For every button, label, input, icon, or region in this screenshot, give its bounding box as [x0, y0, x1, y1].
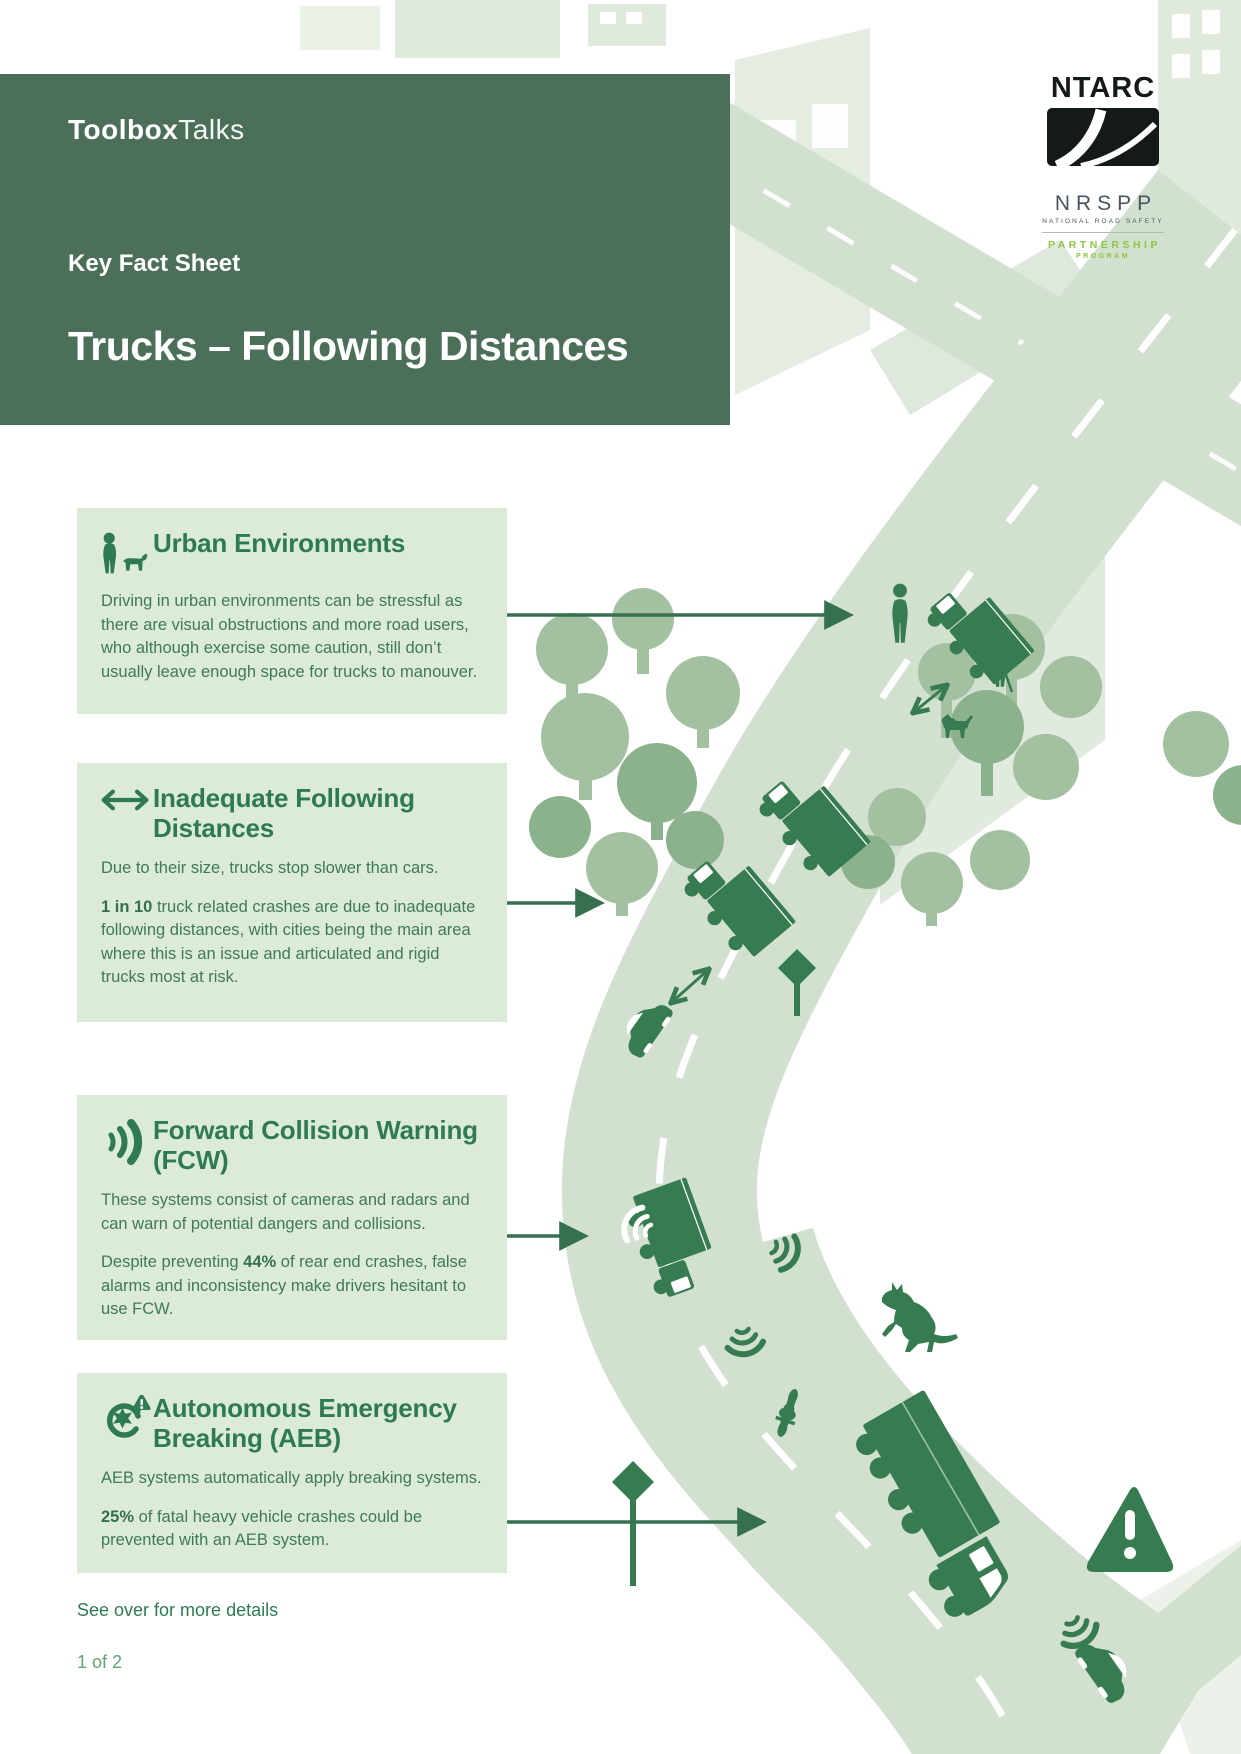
- section-inadequate-following-distances: Inadequate Following Distances Due to th…: [77, 763, 507, 1022]
- gap-distance-arrow: [914, 686, 946, 712]
- ntarc-logo: NTARC: [1042, 72, 1164, 166]
- section-header: Autonomous Emergency Breaking (AEB): [97, 1393, 487, 1453]
- brand-bold: Toolbox: [68, 114, 179, 145]
- collision-warning-waves-icon: [97, 1117, 153, 1167]
- nrspp-logo-text: NRSPP: [1054, 192, 1158, 215]
- nrspp-subtitle: NATIONAL ROAD SAFETY: [1042, 218, 1164, 225]
- section-paragraph: AEB systems automatically apply breaking…: [101, 1469, 482, 1487]
- section-body: Driving in urban environments can be str…: [101, 590, 487, 684]
- section-title: Urban Environments: [153, 528, 406, 558]
- page-title: Trucks – Following Distances: [68, 323, 629, 370]
- kangaroo: [882, 1282, 958, 1352]
- road-centerline: [655, 227, 1238, 1754]
- section-forward-collision-warning: Forward Collision Warning (FCW) These sy…: [77, 1095, 507, 1340]
- motorcycle: [775, 1389, 798, 1437]
- emergency-brake-icon: [97, 1395, 153, 1445]
- following-distance-arrow-icon: [97, 785, 153, 815]
- warning-triangle: [1086, 1487, 1174, 1572]
- toolbox-talks-logo: ToolboxTalks: [68, 114, 245, 146]
- section-body: These systems consist of cameras and rad…: [101, 1189, 487, 1322]
- nrspp-partnership: PARTNERSHIP: [1048, 239, 1161, 251]
- section-urban-environments: Urban Environments Driving in urban envi…: [77, 508, 507, 714]
- ntarc-logo-text: NTARC: [1050, 72, 1156, 104]
- roads: [561, 94, 1241, 1754]
- section-header: Forward Collision Warning (FCW): [97, 1115, 487, 1175]
- road-sign: [612, 1461, 654, 1586]
- section-paragraph: 1 in 10 truck related crashes are due to…: [101, 897, 476, 987]
- section-paragraph: Despite preventing 44% of rear end crash…: [101, 1253, 467, 1318]
- road-sign: [778, 949, 816, 1016]
- gap-distance-arrow: [672, 970, 708, 1002]
- section-header: Urban Environments: [97, 528, 487, 576]
- section-paragraph: 25% of fatal heavy vehicle crashes could…: [101, 1507, 423, 1550]
- nrspp-divider: [1042, 232, 1164, 233]
- section-autonomous-emergency-breaking: Autonomous Emergency Breaking (AEB) AEB …: [77, 1373, 507, 1573]
- section-title: Inadequate Following Distances: [153, 783, 415, 843]
- section-paragraph: Driving in urban environments can be str…: [101, 592, 478, 681]
- dog: [941, 714, 973, 738]
- nrspp-program: PROGRAM: [1075, 253, 1131, 260]
- section-body: AEB systems automatically apply breaking…: [101, 1467, 487, 1553]
- pedestrian-with-cane: [993, 635, 1014, 693]
- brand-light: Talks: [178, 114, 245, 145]
- header-banner: ToolboxTalks Key Fact Sheet Trucks – Fol…: [0, 74, 730, 425]
- connector-arrows: [500, 600, 854, 1537]
- section-title: Autonomous Emergency Breaking (AEB): [153, 1393, 457, 1453]
- section-title: Forward Collision Warning (FCW): [153, 1115, 478, 1175]
- page-indicator: 1 of 2: [77, 1652, 123, 1672]
- see-over-note: See over for more details: [77, 1600, 279, 1620]
- nrspp-logo: NRSPP NATIONAL ROAD SAFETY PARTNERSHIP P…: [1040, 192, 1166, 260]
- top-cross-road: [663, 94, 1241, 527]
- section-paragraph: Due to their size, trucks stop slower th…: [101, 859, 439, 877]
- section-paragraph: These systems consist of cameras and rad…: [101, 1191, 470, 1233]
- pedestrian-with-dog-icon: [97, 530, 153, 576]
- ntarc-road-icon: [1047, 108, 1159, 166]
- section-body: Due to their size, trucks stop slower th…: [101, 857, 487, 990]
- document-type: Key Fact Sheet: [68, 250, 241, 277]
- section-header: Inadequate Following Distances: [97, 783, 487, 843]
